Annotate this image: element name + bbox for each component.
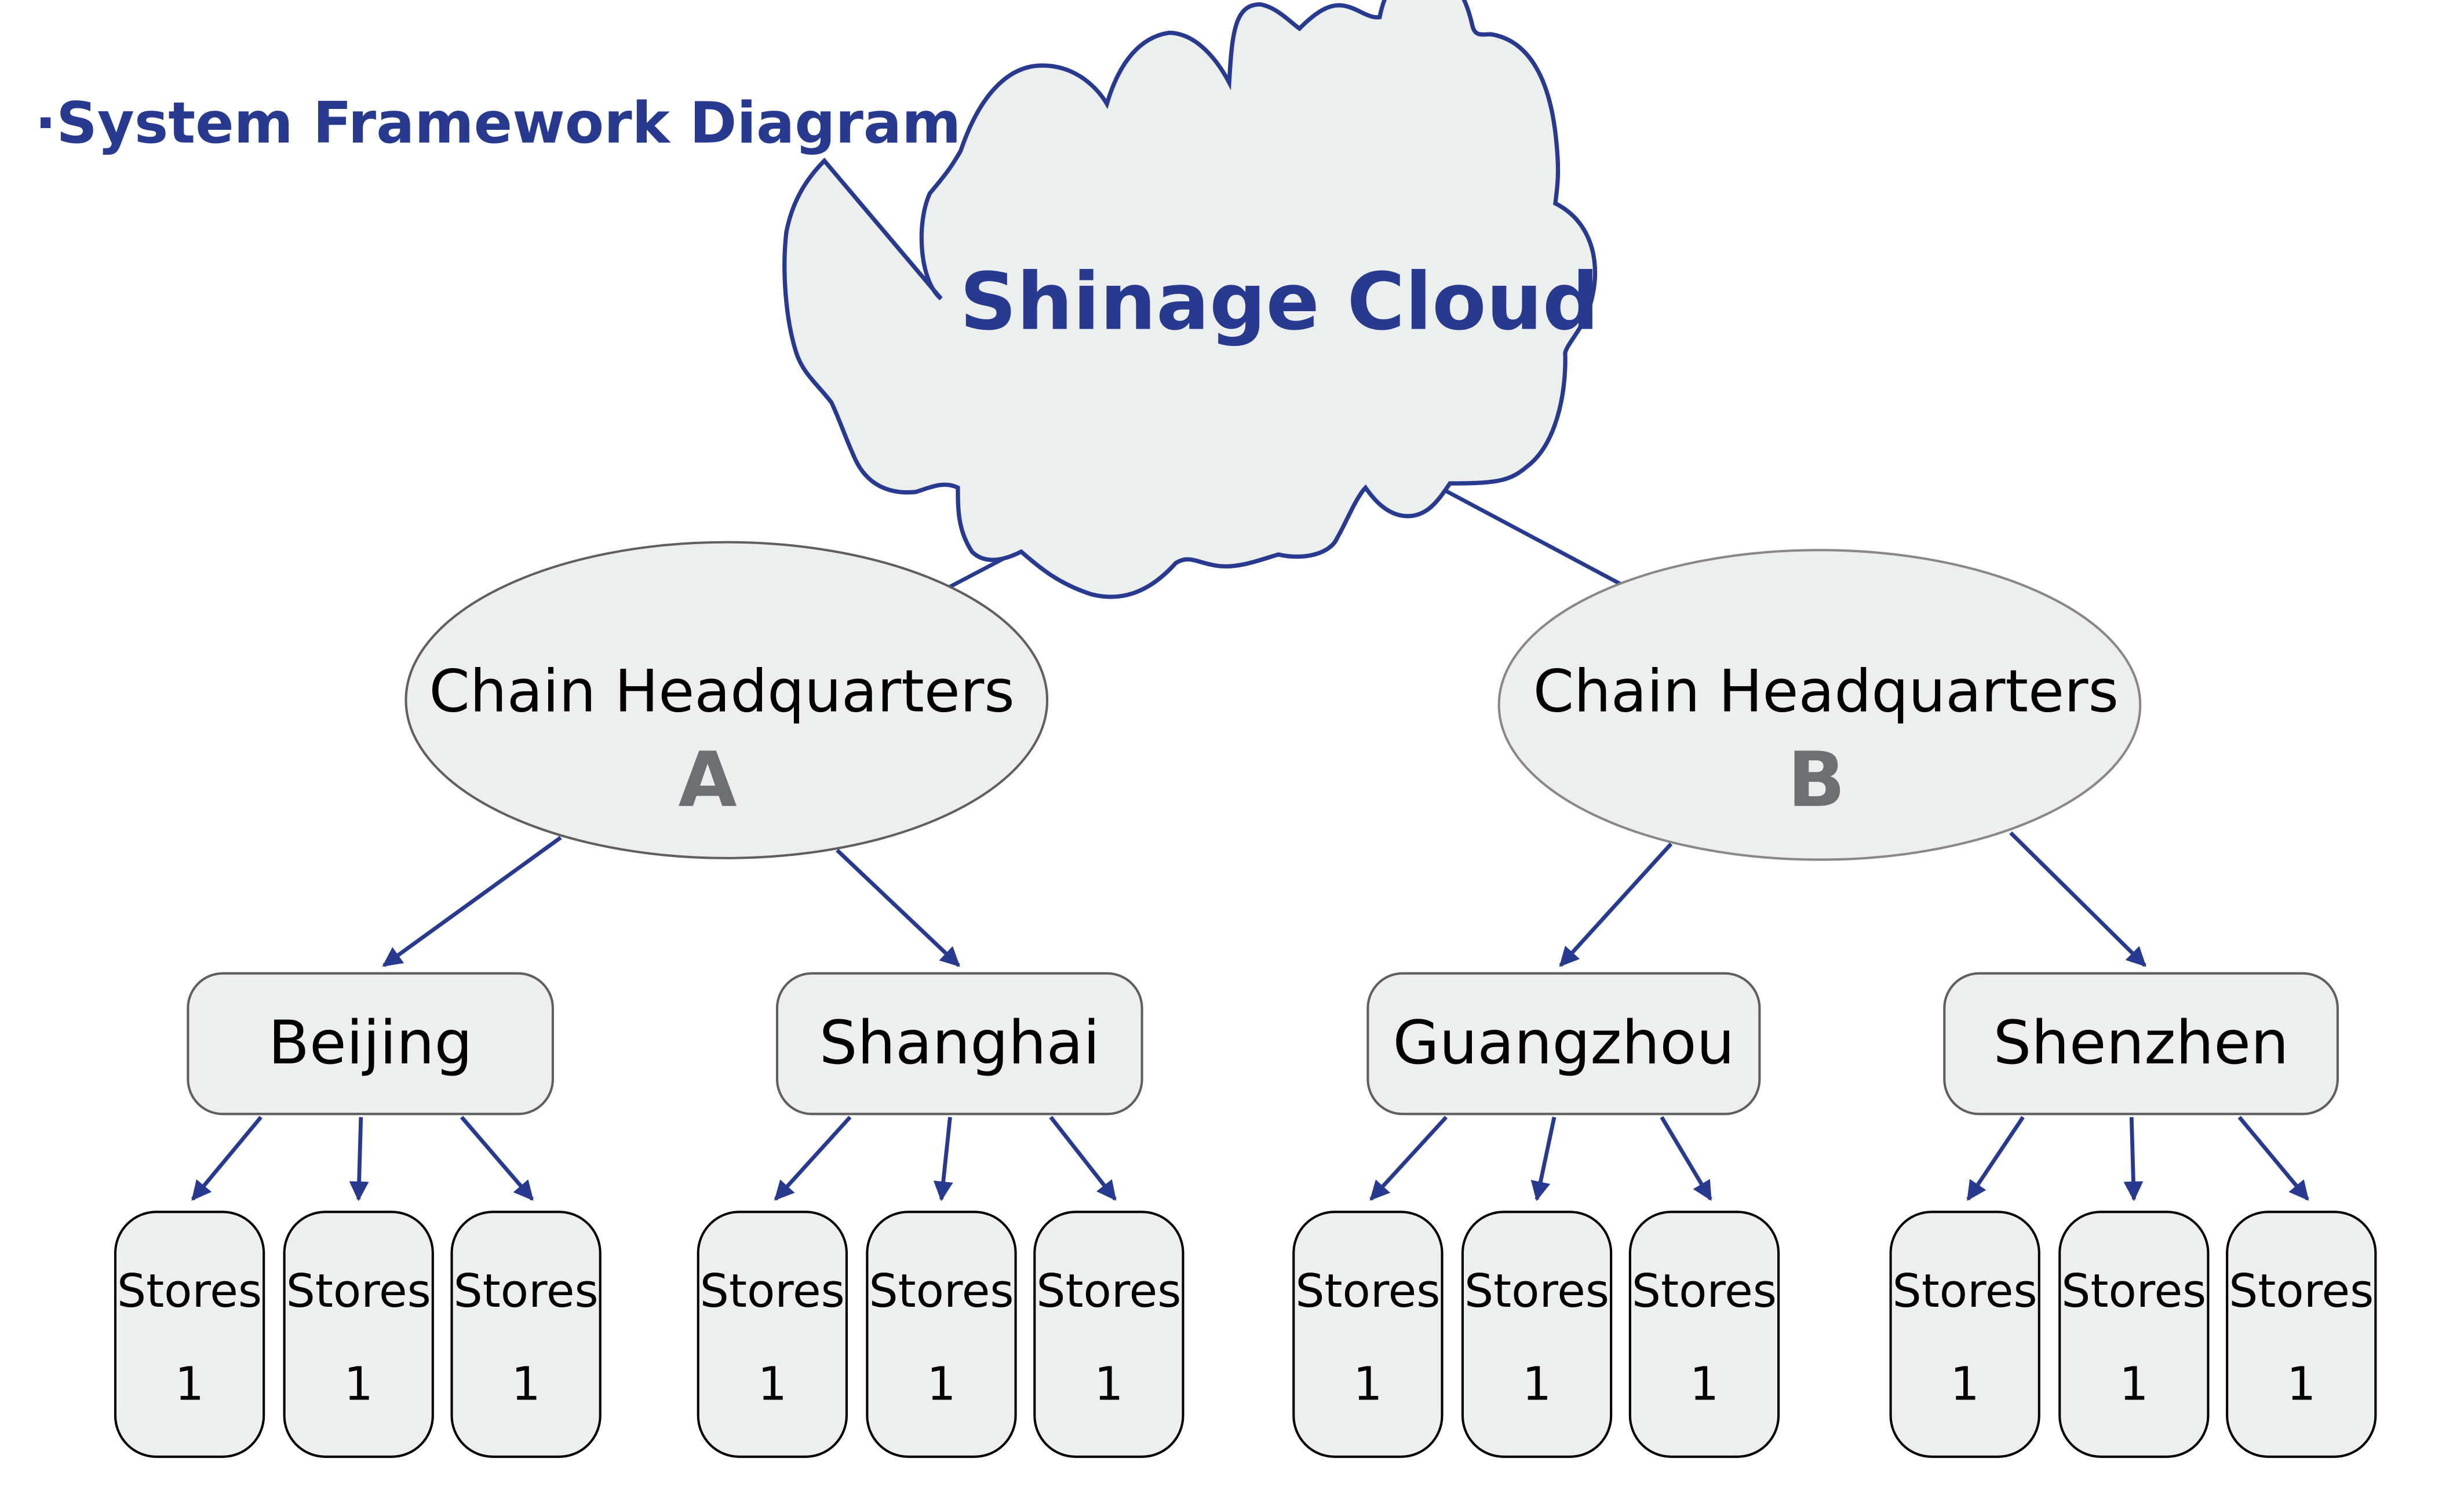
city-box (1943, 972, 2339, 1116)
store-label: Stores (1632, 1264, 1777, 1318)
store-count: 1 (1690, 1358, 1719, 1411)
store-label: Stores (454, 1264, 599, 1318)
arrow-city-store (460, 1116, 534, 1201)
store-count: 1 (175, 1358, 204, 1411)
arrow-city-store (1049, 1116, 1117, 1201)
store-label: Stores (286, 1264, 431, 1318)
cloud-node: Shinage Cloud (782, 0, 1599, 599)
store-node: Stores 1 (1628, 1211, 1780, 1458)
city-box (1366, 972, 1761, 1116)
arrow-city-store (933, 1117, 953, 1201)
store-count: 1 (1951, 1358, 1980, 1411)
store-box (1628, 1211, 1780, 1458)
store-count: 1 (511, 1358, 540, 1411)
arrow-hq-b-shenzhen (2009, 831, 2146, 967)
arrow-city-store (2123, 1117, 2144, 1201)
cloud-label: Shinage Cloud (960, 257, 1599, 348)
store-label: Stores (869, 1264, 1014, 1318)
arrow-city-store (1369, 1116, 1448, 1201)
city-box (775, 972, 1143, 1116)
store-box (450, 1211, 602, 1458)
store-node: Stores 1 (114, 1211, 265, 1458)
store-label: Stores (700, 1264, 845, 1318)
store-count: 1 (927, 1358, 956, 1411)
store-label: Stores (1036, 1264, 1181, 1318)
store-box (114, 1211, 265, 1458)
store-box (1033, 1211, 1184, 1458)
store-node: Stores 1 (697, 1211, 848, 1458)
arrow-city-store (2237, 1116, 2309, 1201)
store-label: Stores (2061, 1264, 2206, 1318)
store-count: 1 (1353, 1358, 1382, 1411)
link-cloud-hq-b (1428, 480, 1623, 587)
store-node: Stores 1 (866, 1211, 1017, 1458)
hq-ellipse (404, 541, 1049, 859)
store-node: Stores 1 (283, 1211, 434, 1458)
store-box (1292, 1211, 1444, 1458)
store-box (283, 1211, 434, 1458)
store-node: Stores 1 (1889, 1211, 2040, 1458)
city-groups: BeijingStores1Stores1Stores1ShanghaiStor… (114, 972, 2377, 1458)
hq-ellipse (1497, 549, 2142, 861)
store-node: Stores 1 (1033, 1211, 1184, 1458)
hq-node-a: Chain Headquarters A (404, 541, 1049, 859)
arrow-city-store (191, 1116, 263, 1201)
arrow-hq-a-beijing (382, 836, 562, 967)
hq-label: Chain Headquarters (1533, 657, 2119, 725)
store-node: Stores 1 (1461, 1211, 1613, 1458)
arrow-city-store (349, 1117, 369, 1201)
arrow-hq-b-guangzhou (1559, 842, 1673, 967)
store-box (1889, 1211, 2040, 1458)
store-box (1461, 1211, 1613, 1458)
arrow-city-store (1966, 1116, 2025, 1201)
city-label: Shanghai (819, 1008, 1100, 1078)
arrow-city-store (774, 1116, 852, 1201)
hq-letter: A (678, 736, 737, 824)
arrow-hq-a-shanghai (836, 848, 960, 967)
page-title: ·System Framework Diagram · (35, 90, 1003, 156)
store-count: 1 (1094, 1358, 1123, 1411)
arrow-city-store (1660, 1116, 1712, 1201)
store-label: Stores (1464, 1264, 1609, 1318)
store-label: Stores (1893, 1264, 2037, 1318)
hq-label: Chain Headquarters (429, 657, 1014, 725)
store-node: Stores 1 (450, 1211, 602, 1458)
store-count: 1 (2287, 1358, 2316, 1411)
store-count: 1 (2119, 1358, 2148, 1411)
hq-node-b: Chain Headquarters B (1497, 549, 2142, 861)
store-count: 1 (758, 1358, 787, 1411)
store-node: Stores 1 (2058, 1211, 2210, 1458)
city-box (187, 972, 555, 1116)
store-node: Stores 1 (1292, 1211, 1444, 1458)
city-label: Guangzhou (1393, 1008, 1735, 1078)
store-box (697, 1211, 848, 1458)
hq-letter: B (1788, 736, 1846, 824)
store-label: Stores (1295, 1264, 1440, 1318)
arrow-city-store (1530, 1117, 1557, 1201)
city-label: Shenzhen (1993, 1008, 2289, 1078)
store-label: Stores (117, 1264, 262, 1318)
cloud-shape (782, 0, 1598, 599)
store-box (2226, 1211, 2377, 1458)
store-label: Stores (2229, 1264, 2374, 1318)
store-count: 1 (1522, 1358, 1551, 1411)
store-box (866, 1211, 1017, 1458)
store-box (2058, 1211, 2210, 1458)
store-node: Stores 1 (2226, 1211, 2377, 1458)
city-label: Beijing (268, 1008, 472, 1078)
store-count: 1 (344, 1358, 373, 1411)
